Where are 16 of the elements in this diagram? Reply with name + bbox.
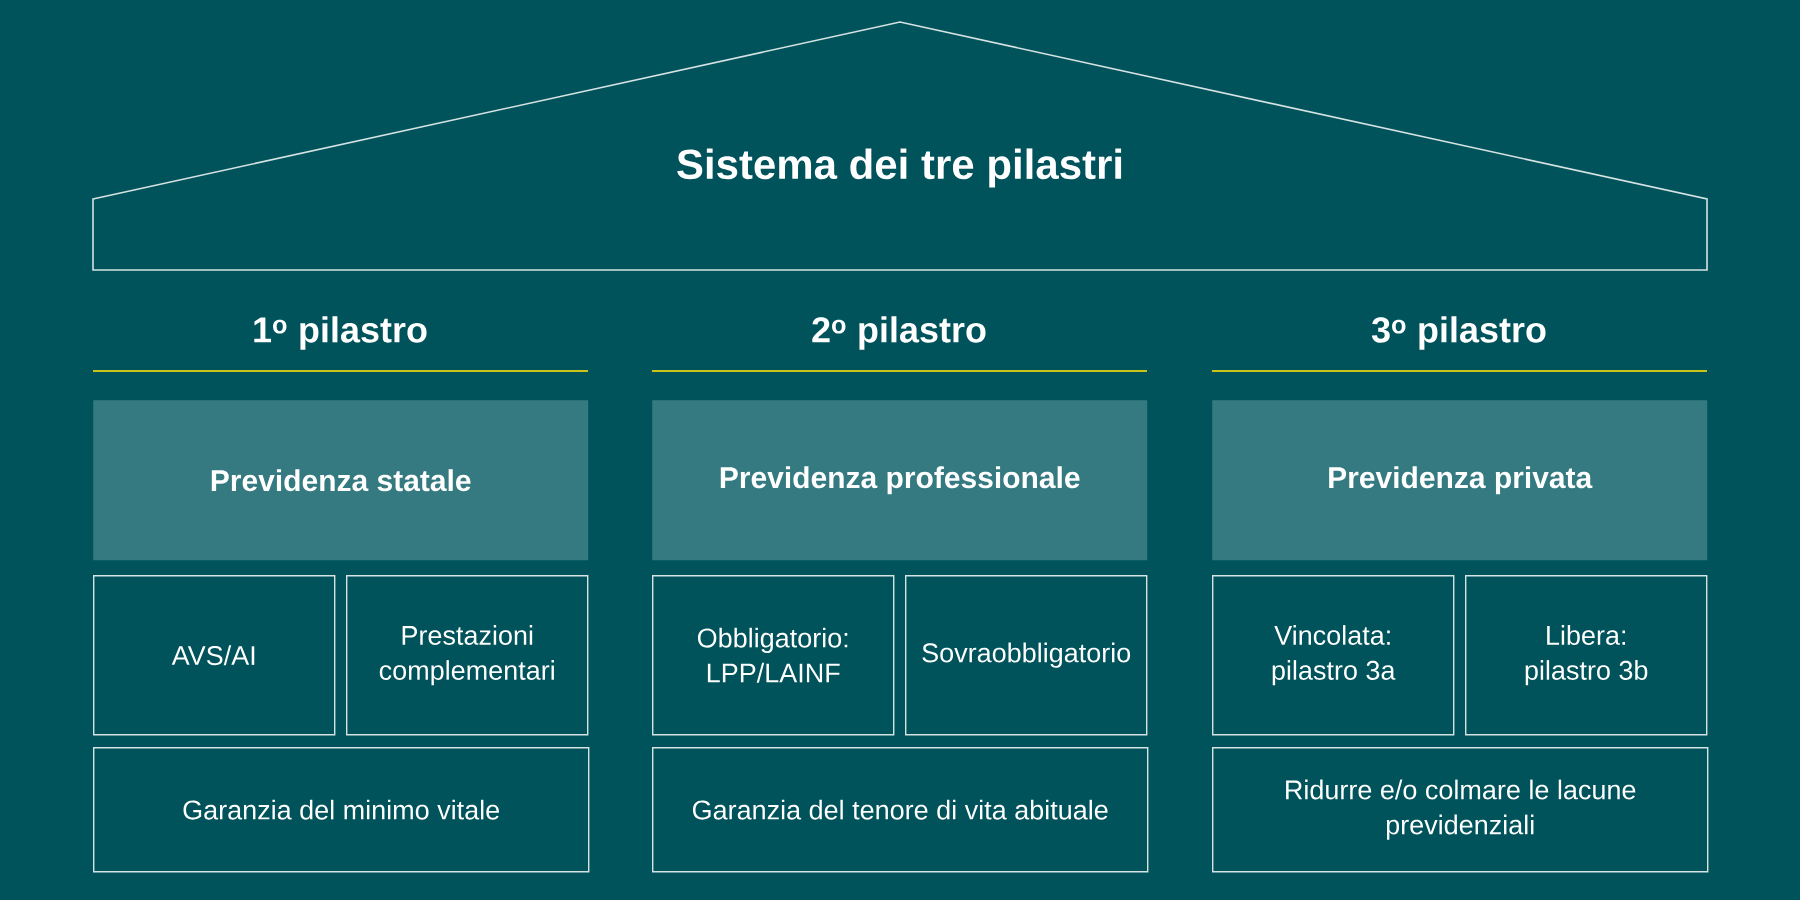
text-box: Ridurre e/o colmare le lacune previdenziali	[1212, 747, 1709, 873]
pillar-heading: 3$^{o}$ pilastro	[1371, 316, 1546, 350]
box-heading: Previdenza statale	[93, 400, 589, 561]
text-box: Garanzia del tenore di vita abituale	[652, 747, 1149, 873]
text-box: Garanzia del minimo vitale	[93, 747, 590, 873]
text-box: Prestazioni complementari	[346, 575, 589, 736]
text-box: Obbligatorio: LPP/LAINF	[652, 575, 895, 736]
text-box: Vincolata: pilastro 3a	[1212, 575, 1455, 736]
title: Sistema dei tre pilastri	[677, 148, 1122, 188]
pillar-heading: 1$^{o}$ pilastro	[254, 316, 427, 350]
pillar-heading: 2$^{o}$ pilastro	[812, 316, 986, 350]
box-heading: Previdenza privata	[1212, 400, 1708, 561]
box-heading: Previdenza professionale	[652, 400, 1148, 561]
text-box: AVS/AI	[93, 575, 336, 736]
text-box: Sovraobbligatorio	[905, 575, 1148, 736]
text-box: Libera: pilastro 3b	[1465, 575, 1708, 736]
